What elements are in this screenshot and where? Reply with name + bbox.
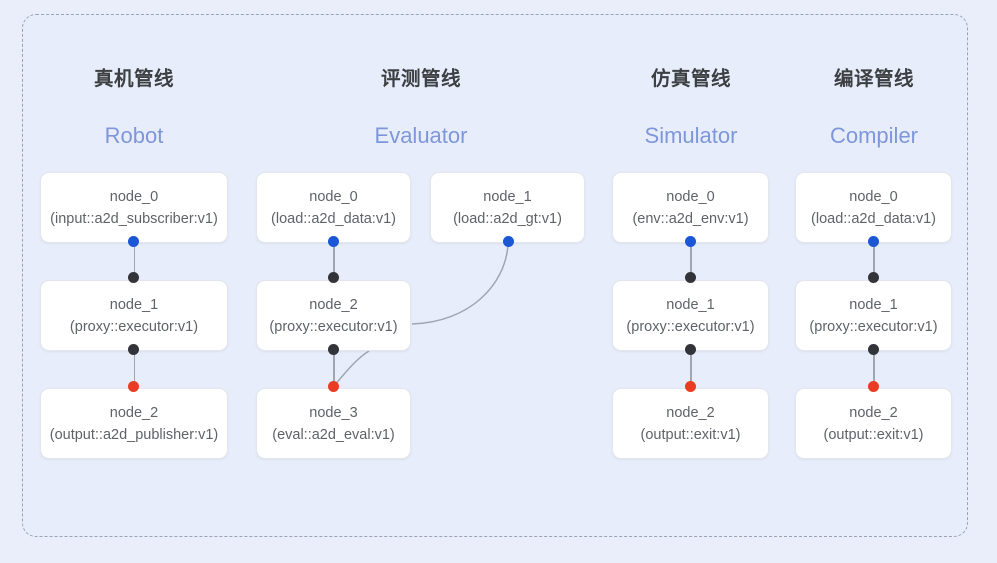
- port-input-evaluator-2[interactable]: [328, 272, 339, 283]
- node-spec: (proxy::executor:v1): [269, 318, 398, 335]
- node-spec: (eval::a2d_eval:v1): [272, 426, 395, 443]
- node-spec: (proxy::executor:v1): [626, 318, 755, 335]
- node-spec: (proxy::executor:v1): [809, 318, 938, 335]
- node-simulator-2[interactable]: node_2 (output::exit:v1): [612, 388, 769, 459]
- node-spec: (output::exit:v1): [640, 426, 741, 443]
- node-name: node_1: [666, 296, 715, 313]
- node-spec: (load::a2d_data:v1): [811, 210, 936, 227]
- port-output-compiler-1[interactable]: [868, 344, 879, 355]
- node-robot-2[interactable]: node_2 (output::a2d_publisher:v1): [40, 388, 228, 459]
- column-header-en-robot: Robot: [104, 123, 164, 148]
- column-header-en-evaluator: Evaluator: [374, 123, 468, 148]
- node-compiler-2[interactable]: node_2 (output::exit:v1): [795, 388, 952, 459]
- port-output-evaluator-0[interactable]: [328, 236, 339, 247]
- node-simulator-1[interactable]: node_1 (proxy::executor:v1): [612, 280, 769, 351]
- node-name: node_1: [109, 296, 159, 313]
- port-input-simulator-2[interactable]: [685, 381, 696, 392]
- node-robot-1[interactable]: node_1 (proxy::executor:v1): [40, 280, 228, 351]
- port-output-evaluator-1[interactable]: [503, 236, 514, 247]
- column-header-cn-robot: 真机管线: [93, 68, 174, 90]
- link-robot-0-1: [133, 240, 136, 282]
- node-name: node_0: [666, 188, 715, 205]
- link-comp-1-2: [873, 348, 875, 390]
- port-output-robot-0[interactable]: [128, 236, 139, 247]
- column-header-cn-compiler: 编译管线: [833, 68, 914, 90]
- node-spec: (output::exit:v1): [823, 426, 924, 443]
- node-evaluator-1[interactable]: node_1 (load::a2d_gt:v1): [430, 172, 585, 243]
- link-robot-1-2: [133, 348, 136, 390]
- node-name: node_0: [109, 188, 159, 205]
- column-header-cn-evaluator: 评测管线: [380, 68, 461, 90]
- node-name: node_1: [849, 296, 898, 313]
- node-compiler-1[interactable]: node_1 (proxy::executor:v1): [795, 280, 952, 351]
- node-robot-0[interactable]: node_0 (input::a2d_subscriber:v1): [40, 172, 228, 243]
- port-input-simulator-1[interactable]: [685, 272, 696, 283]
- link-eval-0-2: [333, 240, 335, 282]
- port-output-compiler-0[interactable]: [868, 236, 879, 247]
- node-name: node_2: [666, 404, 715, 421]
- node-name: node_2: [109, 404, 159, 421]
- node-evaluator-2[interactable]: node_2 (proxy::executor:v1): [256, 280, 411, 351]
- port-input-evaluator-3[interactable]: [328, 381, 339, 392]
- node-spec: (proxy::executor:v1): [69, 318, 199, 335]
- port-input-compiler-1[interactable]: [868, 272, 879, 283]
- node-spec: (input::a2d_subscriber:v1): [50, 210, 218, 227]
- node-name: node_0: [849, 188, 898, 205]
- node-name: node_1: [483, 188, 532, 205]
- node-evaluator-0[interactable]: node_0 (load::a2d_data:v1): [256, 172, 411, 243]
- node-name: node_3: [309, 404, 358, 421]
- column-header-en-simulator: Simulator: [644, 123, 738, 148]
- link-comp-0-1: [873, 240, 875, 282]
- node-evaluator-3[interactable]: node_3 (eval::a2d_eval:v1): [256, 388, 411, 459]
- link-sim-1-2: [690, 348, 692, 390]
- node-spec: (output::a2d_publisher:v1): [49, 426, 219, 443]
- node-name: node_2: [849, 404, 898, 421]
- port-input-robot-1[interactable]: [128, 272, 139, 283]
- column-header-cn-simulator: 仿真管线: [650, 68, 731, 90]
- column-header-en-compiler: Compiler: [829, 123, 919, 148]
- port-output-evaluator-2[interactable]: [328, 344, 339, 355]
- node-spec: (load::a2d_gt:v1): [453, 210, 562, 227]
- node-name: node_0: [309, 188, 358, 205]
- port-output-simulator-0[interactable]: [685, 236, 696, 247]
- port-input-compiler-2[interactable]: [868, 381, 879, 392]
- link-sim-0-1: [690, 240, 692, 282]
- port-output-simulator-1[interactable]: [685, 344, 696, 355]
- port-input-robot-2[interactable]: [128, 381, 139, 392]
- node-spec: (load::a2d_data:v1): [271, 210, 396, 227]
- node-name: node_2: [309, 296, 358, 313]
- node-simulator-0[interactable]: node_0 (env::a2d_env:v1): [612, 172, 769, 243]
- node-spec: (env::a2d_env:v1): [632, 210, 749, 227]
- port-output-robot-1[interactable]: [128, 344, 139, 355]
- node-compiler-0[interactable]: node_0 (load::a2d_data:v1): [795, 172, 952, 243]
